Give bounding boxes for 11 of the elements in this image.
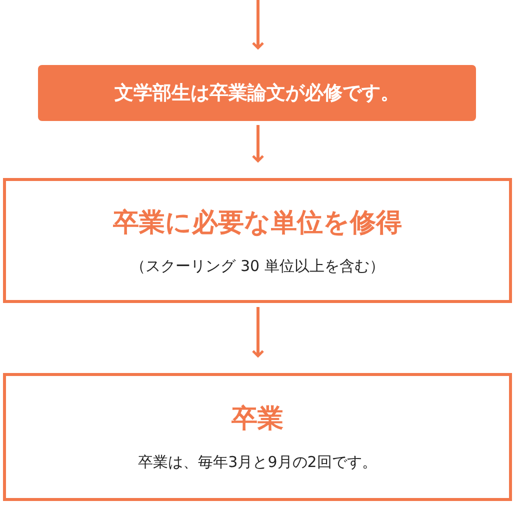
step-title: 卒業に必要な単位を修得 [113,206,402,240]
arrow [252,307,264,358]
step-note: 卒業は、毎年3月と9月の2回です。 [138,452,377,474]
step-note: （スクーリング 30 単位以上を含む） [130,256,384,277]
step-panel [3,373,512,501]
step-text: 文学部生は卒業論文が必修です。 [114,80,400,106]
step-panel [3,178,512,303]
arrow [252,0,264,50]
step-box [38,65,476,121]
arrow [252,125,264,162]
step-title: 卒業 [232,403,284,436]
